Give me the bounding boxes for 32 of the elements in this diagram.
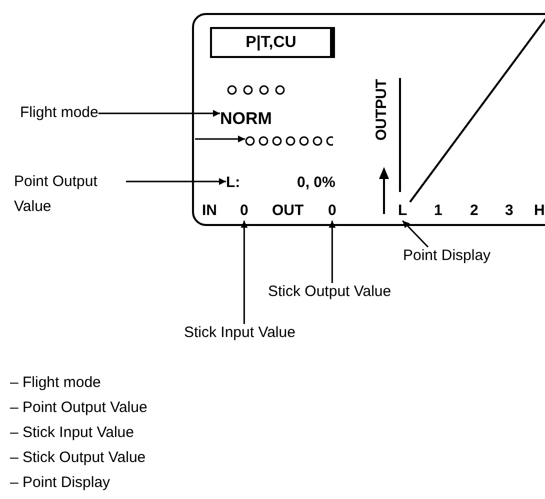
display-text: 1 xyxy=(434,202,442,221)
point-letter: L: xyxy=(226,174,240,193)
list-item: – Point Output Value xyxy=(10,399,148,418)
point-letter: L xyxy=(398,202,408,221)
leader-arrow xyxy=(98,110,220,117)
callout-text: Point Output Value xyxy=(14,169,126,219)
display-text: 2 xyxy=(470,202,478,221)
callout-text: Point Display xyxy=(403,247,491,266)
input-value: 0 xyxy=(240,202,248,221)
leader-arrow xyxy=(402,220,429,248)
leader-arrow xyxy=(240,220,248,324)
display-text: IN xyxy=(202,202,217,221)
display-text: 0, 0% xyxy=(297,174,336,193)
leader-arrow xyxy=(328,220,336,283)
output-value: 0 xyxy=(328,202,336,221)
list-item: – Stick Output Value xyxy=(10,449,146,468)
display-text: OUT xyxy=(272,202,304,221)
callout-text: Stick Output Value xyxy=(268,283,392,302)
menu-title: P|T,CU xyxy=(210,27,335,58)
dot-row xyxy=(227,85,287,95)
mode-name: NORM xyxy=(220,108,272,130)
list-item: – Stick Input Value xyxy=(10,424,134,443)
list-item: – Point Display xyxy=(10,474,110,493)
leader-arrow xyxy=(126,178,226,185)
dot-row xyxy=(245,136,333,148)
display-text: OUTPUT xyxy=(374,79,389,141)
display-text: 3 xyxy=(505,202,514,221)
callout-text: Flight mode xyxy=(20,104,98,123)
list-item: – Flight mode xyxy=(10,374,101,393)
leader-arrow xyxy=(195,136,245,142)
display-text: H xyxy=(534,202,545,221)
callout-text: Stick Input Value xyxy=(184,324,296,343)
